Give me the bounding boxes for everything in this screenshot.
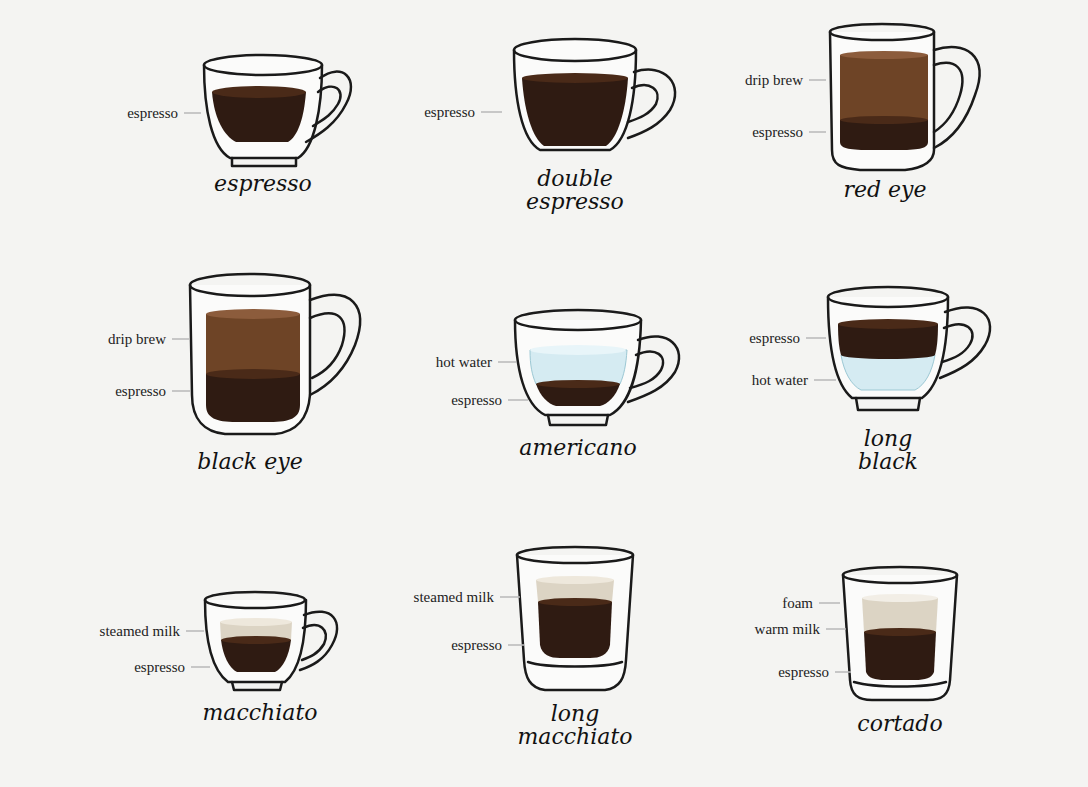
leader-lines <box>172 80 851 672</box>
layer-label: hot water <box>436 354 492 371</box>
layer-label: steamed milk <box>100 623 180 640</box>
espresso-cup <box>204 55 351 166</box>
long-black-cup <box>828 287 990 410</box>
black-eye-mug <box>190 274 360 434</box>
layer-label: hot water <box>752 372 808 389</box>
layer-label: espresso <box>451 637 502 654</box>
long-macchiato-glass <box>517 547 633 690</box>
drink-name: long black <box>848 427 928 473</box>
drink-name: double espresso <box>515 167 635 213</box>
layer-label: steamed milk <box>414 589 494 606</box>
drink-name: red eye <box>843 178 926 201</box>
layer-label: espresso <box>749 330 800 347</box>
layer-label: espresso <box>424 104 475 121</box>
layer-label: foam <box>782 595 813 612</box>
layer-label: espresso <box>127 105 178 122</box>
drink-name: cortado <box>857 712 942 735</box>
layer-label: espresso <box>134 659 185 676</box>
drink-name: espresso <box>214 172 312 195</box>
red-eye-mug <box>830 24 979 170</box>
drink-name: black eye <box>197 450 302 473</box>
double-espresso-cup <box>514 39 675 150</box>
layer-label: espresso <box>778 664 829 681</box>
layer-label: espresso <box>451 392 502 409</box>
drink-name: americano <box>519 436 636 459</box>
drink-name: macchiato <box>202 701 317 724</box>
drink-name: long macchiato <box>515 702 635 748</box>
cortado-glass <box>843 567 957 700</box>
layer-label: espresso <box>752 124 803 141</box>
layer-label: warm milk <box>755 621 820 638</box>
layer-label: drip brew <box>745 72 803 89</box>
layer-label: drip brew <box>108 331 166 348</box>
macchiato-cup <box>205 592 337 690</box>
layer-label: espresso <box>115 383 166 400</box>
americano-cup <box>515 310 679 425</box>
